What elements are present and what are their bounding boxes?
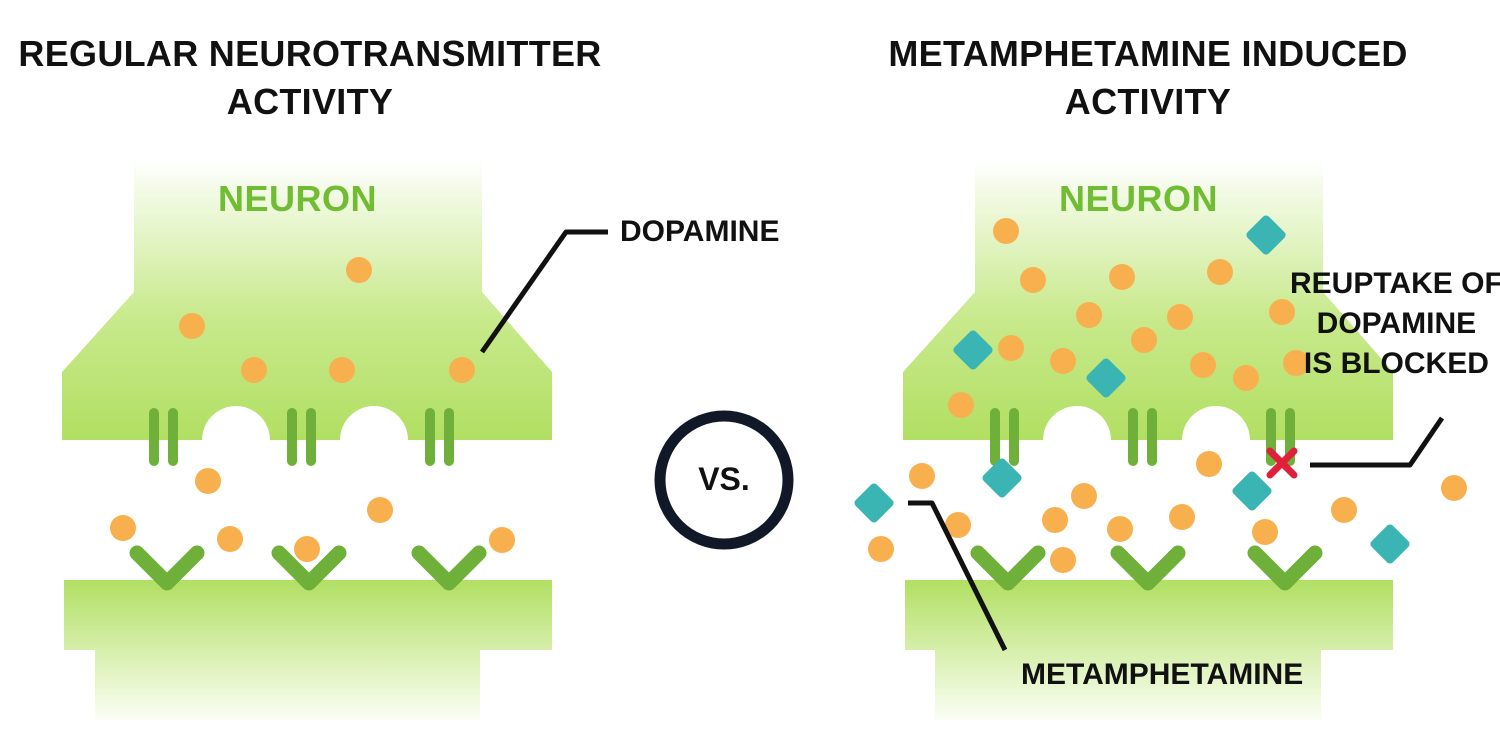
left-title-line1: REGULAR NEUROTRANSMITTER bbox=[18, 33, 602, 74]
reuptake-pointer-line bbox=[1310, 416, 1445, 468]
left-postsynaptic-neuron bbox=[64, 580, 552, 720]
vs-label: VS. bbox=[698, 461, 750, 497]
right-metamphetamine-molecules bbox=[854, 215, 1410, 564]
left-dopamine-molecules bbox=[110, 257, 515, 562]
reuptake-line3: IS BLOCKED bbox=[1303, 347, 1489, 380]
left-transporter-channels bbox=[149, 408, 454, 466]
right-postsynaptic-neuron bbox=[905, 580, 1393, 720]
dopamine-callout-label: DOPAMINE bbox=[620, 215, 780, 248]
right-receptors bbox=[970, 545, 1323, 591]
dopamine-pointer-line bbox=[479, 229, 608, 354]
left-panel-title: REGULAR NEUROTRANSMITTER ACTIVITY bbox=[0, 30, 690, 126]
left-title-line2: ACTIVITY bbox=[226, 81, 394, 122]
vs-circle bbox=[654, 410, 794, 550]
right-neuron-label: NEURON bbox=[1059, 178, 1219, 219]
left-synapse bbox=[62, 160, 608, 720]
reuptake-line1: REUPTAKE OF bbox=[1290, 267, 1500, 300]
reuptake-blocked-callout: REUPTAKE OF DOPAMINE IS BLOCKED bbox=[1290, 264, 1500, 384]
metamphetamine-pointer-line bbox=[908, 500, 1008, 652]
metamphetamine-callout-label: METAMPHETAMINE bbox=[1021, 658, 1304, 691]
left-neuron-label: NEURON bbox=[218, 178, 378, 219]
left-receptors bbox=[129, 545, 487, 591]
right-synapse bbox=[854, 160, 1467, 720]
right-title-line2: ACTIVITY bbox=[1064, 81, 1232, 122]
left-presynaptic-neuron bbox=[62, 160, 552, 440]
right-panel-title: METAMPHETAMINE INDUCED ACTIVITY bbox=[768, 30, 1500, 126]
reuptake-line2: DOPAMINE bbox=[1316, 307, 1477, 340]
blocked-reuptake-x-icon bbox=[1266, 447, 1298, 479]
right-dopamine-molecules bbox=[868, 218, 1467, 573]
right-title-line1: METAMPHETAMINE INDUCED bbox=[888, 33, 1408, 74]
